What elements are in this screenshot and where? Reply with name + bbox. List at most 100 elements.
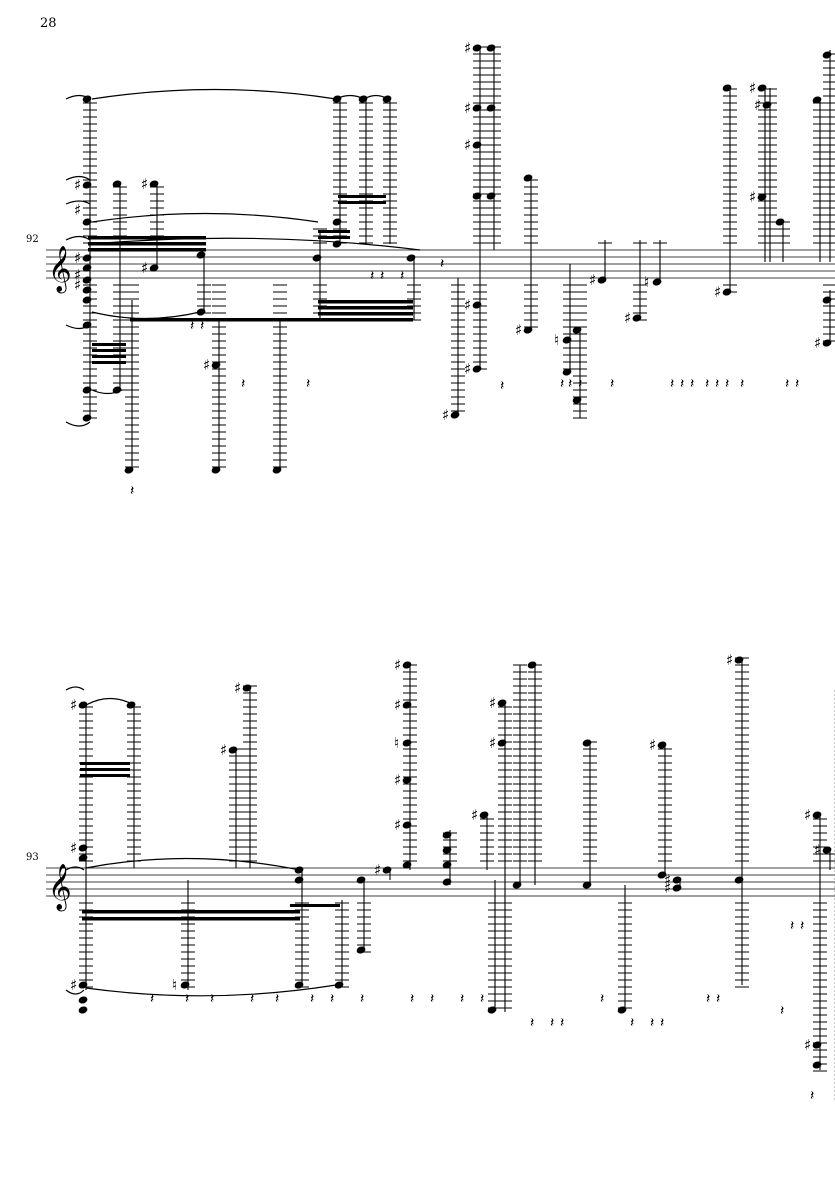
rest-icon: 𝄽 [460,991,464,1007]
note-head [812,811,822,819]
sharp-sign: ♯ [749,79,756,97]
rest-icon: 𝄽 [716,991,720,1007]
note-head [632,314,642,322]
note-head [402,661,412,669]
treble-clef-icon: 𝄞 [48,864,72,912]
note-head [334,981,344,989]
note-head [82,264,92,272]
note-head [523,174,533,182]
ledger-lines [79,657,835,1072]
note-head [294,981,304,989]
sharp-sign: ♯ [624,309,631,327]
note-head [402,821,412,829]
rest-icon: 𝄽 [715,376,719,392]
rest-icon: 𝄽 [360,991,364,1007]
note-head [382,866,392,874]
rest-icon: 𝄽 [185,991,189,1007]
slurs-ties [65,686,337,997]
sharp-sign: ♯ [464,296,471,314]
note-head [582,739,592,747]
rest-icon: 𝄽 [500,378,504,394]
note-head [812,1041,822,1049]
rests: 𝄽𝄽𝄽𝄽𝄽𝄽𝄽𝄽𝄽𝄽𝄽𝄽𝄽𝄽𝄽𝄽𝄽𝄽𝄽𝄽𝄽𝄽𝄽𝄽𝄽 [150,918,814,1104]
note-head [479,811,489,819]
rest-icon: 𝄽 [480,991,484,1007]
natural-sign: ♮ [554,331,559,349]
sharp-sign: ♯ [141,259,148,277]
note-head [775,218,785,226]
rest-icon: 𝄽 [660,1015,664,1031]
note-head [312,254,322,262]
rest-icon: 𝄽 [440,256,444,272]
note-head [657,741,667,749]
note-head [486,104,496,112]
page-number: 28 [40,16,57,31]
rest-icon: 𝄽 [690,376,694,392]
note-head [822,296,832,304]
note-head [757,193,767,201]
note-head [512,881,522,889]
sharp-sign: ♯ [70,696,77,714]
note-head [78,996,88,1004]
note-head [211,466,221,474]
rest-icon: 𝄽 [130,483,134,499]
rest-icon: 𝄽 [725,376,729,392]
note-head [356,946,366,954]
note-head [523,326,533,334]
note-head [82,254,92,262]
note-head [196,251,206,259]
rest-icon: 𝄽 [241,376,245,392]
slurs-ties [65,88,421,427]
rest-icon: 𝄽 [200,318,204,334]
system-93: 𝄞 ♯♯♯♮♯♯♯♯♯♮♯♯♯♯♯♯♯♯♯♯♯♯ 𝄽𝄽𝄽𝄽𝄽𝄽𝄽𝄽𝄽𝄽𝄽𝄽𝄽𝄽𝄽… [46,651,835,1104]
staff-lines [46,867,835,897]
sharp-sign: ♯ [374,861,381,879]
note-head [78,981,88,989]
rest-icon: 𝄽 [250,991,254,1007]
note-head [487,1006,497,1014]
rest-icon: 𝄽 [630,1015,634,1031]
note-head [497,739,507,747]
rest-icon: 𝄽 [380,268,384,284]
accidentals: ♯♯♯♯♯♯♯♯♯♯♯♯♯♯♯♮♯♯♮♯♯♯♯♯ [74,39,821,424]
rest-icon: 𝄽 [410,991,414,1007]
sharp-sign: ♯ [649,736,656,754]
rest-icon: 𝄽 [810,1088,814,1104]
note-head [672,876,682,884]
note-head [126,701,136,709]
system-92: 𝄞 ♯♯♯♯♯♯♯♯♯♯♯♯♯♯♯♮♯♯♮♯♯♯♯♯ 𝄽𝄽𝄽𝄽𝄽𝄽𝄽𝄽𝄽𝄽𝄽𝄽𝄽… [46,39,835,499]
sharp-sign: ♯ [589,271,596,289]
note-head [757,84,767,92]
sharp-sign: ♯ [489,694,496,712]
sharp-sign: ♯ [394,816,401,834]
note-head [734,656,744,664]
sharp-sign: ♯ [664,871,671,889]
sharp-sign: ♯ [220,741,227,759]
sharp-sign: ♯ [464,136,471,154]
natural-sign: ♮ [172,976,177,994]
sharp-sign: ♯ [394,696,401,714]
note-head [527,661,537,669]
note-head [472,44,482,52]
rest-icon: 𝄽 [150,991,154,1007]
rest-icon: 𝄽 [785,376,789,392]
rest-icon: 𝄽 [400,268,404,284]
note-head [112,180,122,188]
rest-icon: 𝄽 [650,1015,654,1031]
note-head [472,104,482,112]
sharp-sign: ♯ [726,651,733,669]
note-head [149,264,159,272]
note-head [442,846,452,854]
note-head [272,466,282,474]
note-head [442,878,452,886]
note-stems [89,48,831,470]
sharp-sign: ♯ [70,839,77,857]
treble-clef-icon: 𝄞 [48,246,72,294]
note-head [406,254,416,262]
sharp-sign: ♯ [814,334,821,352]
sharp-sign: ♯ [714,283,721,301]
note-head [78,1006,88,1014]
note-head [82,95,92,103]
note-head [472,365,482,373]
